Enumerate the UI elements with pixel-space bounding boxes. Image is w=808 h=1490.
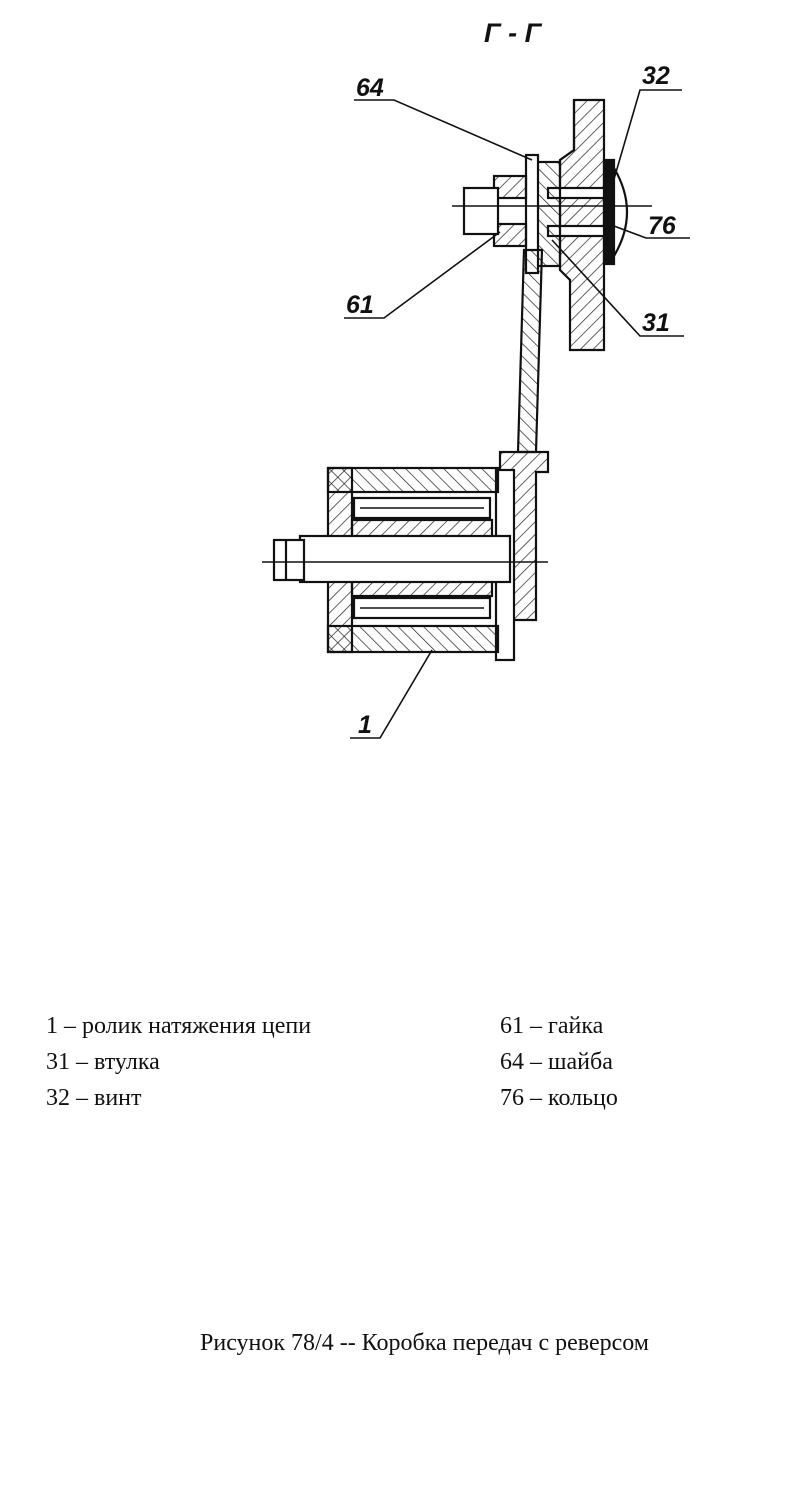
technical-drawing: Г - Г [262, 18, 690, 739]
tension-arm [516, 248, 544, 454]
legend-item: 32 – винт [46, 1085, 142, 1111]
roller-axle [272, 534, 512, 584]
figure-caption: Рисунок 78/4 -- Коробка передач с реверс… [200, 1330, 649, 1356]
callout-1: 1 [358, 711, 372, 739]
legend-item: 76 – кольцо [500, 1085, 618, 1111]
legend-item: 61 – гайка [500, 1013, 604, 1039]
legend-item: 1 – ролик натяжения цепи [46, 1013, 312, 1039]
leader-lines [344, 89, 690, 739]
callout-61: 61 [346, 291, 374, 319]
sleeve-31 [524, 153, 562, 275]
section-label: Г - Г [484, 18, 543, 48]
arm-bracket [494, 450, 550, 662]
legend-right-column: 61 – гайка 64 – шайба 76 – кольцо [500, 1008, 618, 1116]
callout-32: 32 [642, 62, 670, 90]
nut-61 [462, 174, 528, 248]
callout-76: 76 [648, 212, 677, 240]
legend-left-column: 1 – ролик натяжения цепи 31 – втулка 32 … [46, 1008, 311, 1116]
legend-item: 31 – втулка [46, 1049, 160, 1075]
legend-item: 64 – шайба [500, 1049, 613, 1075]
screw-32 [546, 158, 629, 266]
callout-31: 31 [642, 309, 670, 337]
callout-64: 64 [356, 74, 384, 102]
roller-1 [326, 466, 500, 654]
